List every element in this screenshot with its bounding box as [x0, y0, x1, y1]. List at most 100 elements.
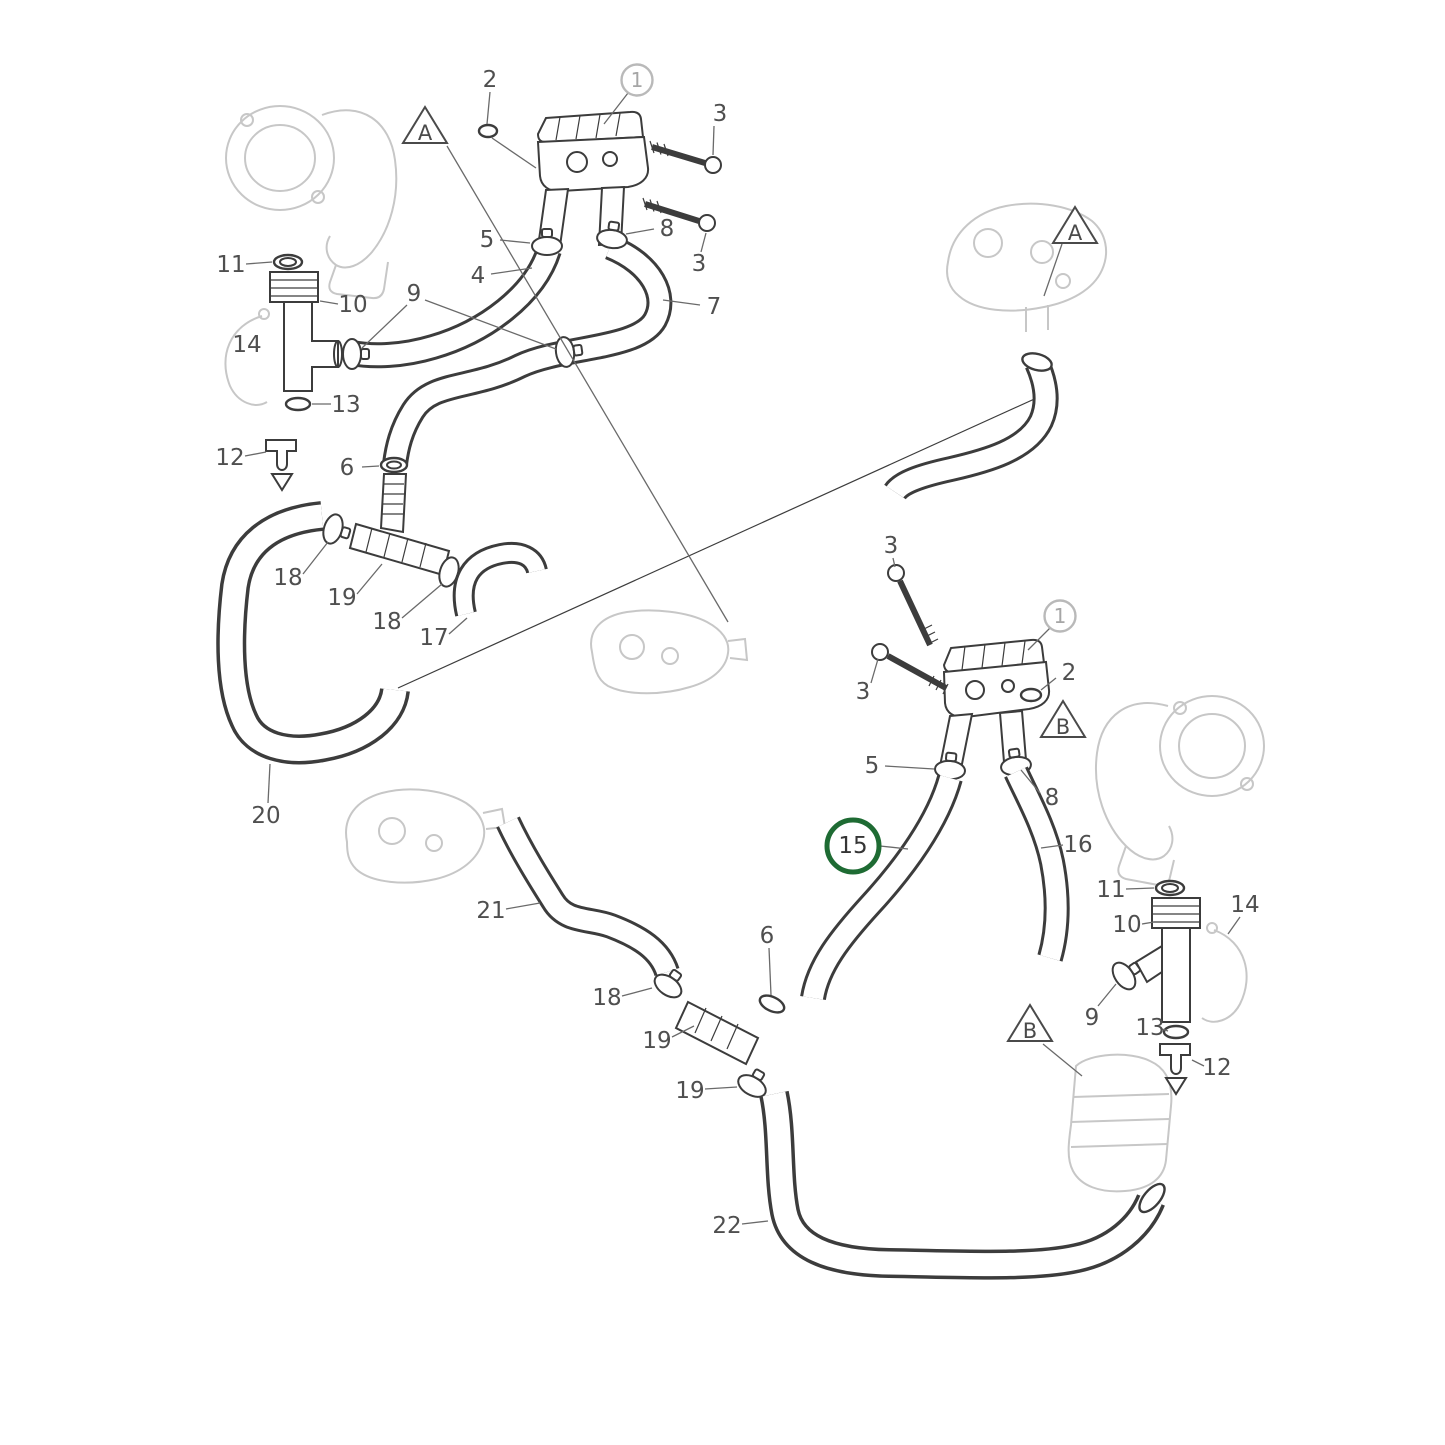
callout-highlight-15: 15	[824, 817, 909, 875]
callout-number-3: 3	[856, 658, 879, 705]
part-label: 18	[273, 565, 302, 591]
assembly-connection-line	[397, 395, 1042, 689]
seal-6-bottom	[758, 994, 786, 1014]
part-label: 13	[1135, 1015, 1164, 1041]
leader-line	[662, 299, 701, 306]
callout-number-3: 3	[884, 533, 899, 568]
bolt-top-2	[642, 197, 716, 232]
leader-line	[879, 845, 909, 850]
fitting-stack-left	[348, 456, 451, 577]
leader-line	[603, 92, 629, 125]
leader-line	[491, 137, 537, 169]
part-label: 18	[372, 609, 401, 635]
triangle-marker	[1006, 1003, 1054, 1042]
leader-line	[1020, 769, 1041, 794]
callout-number-3: 3	[692, 232, 707, 277]
callout-number-19: 19	[642, 1025, 695, 1054]
callout-number-3: 3	[712, 101, 728, 156]
callout-number-18: 18	[273, 541, 329, 591]
part-label: 3	[692, 251, 707, 277]
part-label: 21	[476, 898, 505, 924]
fitting-19-bottom	[674, 1000, 760, 1066]
part-label: 15	[838, 833, 867, 859]
triangle-marker	[1051, 205, 1099, 244]
callout-number-18: 18	[592, 985, 653, 1011]
leader-line	[1097, 983, 1117, 1007]
leader-line	[1191, 1059, 1205, 1067]
part-label: 3	[713, 101, 728, 127]
callout-number-4: 4	[471, 263, 533, 289]
callout-number-6: 6	[340, 455, 380, 481]
callout-number-22: 22	[712, 1213, 769, 1239]
part-label: 1	[1054, 604, 1067, 628]
thermostat-housing-right	[938, 638, 1051, 768]
leader-line	[1042, 1043, 1083, 1077]
callout-number-11: 11	[216, 252, 273, 278]
leader-line	[499, 239, 531, 244]
callout-number-19: 19	[675, 1078, 738, 1104]
callout-number-17: 17	[419, 617, 468, 651]
hose-20	[216, 501, 410, 765]
part-label: 9	[407, 281, 422, 307]
bolt-top-1	[649, 140, 722, 174]
part-label: 2	[1062, 660, 1077, 686]
part-label: A	[1068, 221, 1083, 245]
ghost-pump-center	[590, 609, 749, 695]
highlight-circle	[824, 817, 882, 875]
t-connector-left	[265, 253, 343, 492]
leader-line	[1141, 921, 1155, 925]
part-label: 14	[232, 332, 261, 358]
part-label: 3	[884, 533, 899, 559]
badge-circle	[620, 63, 654, 97]
part-label: 18	[592, 985, 621, 1011]
callout-number-6: 6	[760, 923, 774, 996]
callout-badge-1: 1	[603, 63, 654, 125]
callout-number-10: 10	[1112, 912, 1155, 938]
part-label: 13	[331, 392, 360, 418]
part-label: 6	[340, 455, 355, 481]
part-label: 11	[1096, 877, 1125, 903]
leader-line	[884, 765, 935, 770]
badge-circle	[1043, 599, 1077, 633]
part-label: 5	[865, 753, 880, 779]
ghost-exhaust-elbow-top-left	[225, 105, 398, 300]
t-connector-right	[1134, 879, 1201, 1096]
leader-line	[1040, 844, 1064, 849]
callout-number-2: 2	[483, 67, 537, 169]
leader-line	[870, 658, 879, 684]
callout-triangle-B: B	[1006, 1003, 1083, 1077]
bolt-right-2	[871, 643, 949, 695]
leader-line	[245, 261, 273, 265]
callout-number-14: 14	[232, 332, 261, 358]
leader-line	[302, 541, 329, 575]
callout-number-16: 16	[1040, 832, 1093, 858]
wire-clip-right	[1201, 922, 1248, 1023]
bolt-right-1	[887, 564, 939, 647]
part-label: 19	[642, 1028, 671, 1054]
part-label: 17	[419, 625, 448, 651]
hose-7	[382, 234, 673, 466]
callout-triangle-A: A	[1043, 205, 1099, 297]
callout-number-5: 5	[480, 227, 531, 253]
callout-number-18: 18	[372, 583, 443, 635]
part-label: 5	[480, 227, 495, 253]
leader-line	[768, 947, 772, 996]
part-label: 19	[675, 1078, 704, 1104]
leader-line	[490, 267, 533, 275]
leader-line	[671, 1025, 695, 1038]
ghost-pump-bottom-left	[345, 788, 507, 884]
leader-line	[505, 902, 541, 910]
leader-line	[244, 451, 267, 457]
part-label: 2	[483, 67, 498, 93]
leader-line	[1040, 677, 1057, 691]
callout-number-9: 9	[1085, 983, 1117, 1031]
leader-line	[621, 987, 653, 997]
callout-number-8: 8	[1020, 769, 1059, 811]
leader-line	[704, 1086, 738, 1090]
leader-line	[356, 563, 383, 595]
part-label: 4	[471, 263, 486, 289]
hose-17	[452, 542, 548, 617]
callout-number-19: 19	[327, 563, 383, 611]
callout-number-14: 14	[1227, 892, 1260, 935]
